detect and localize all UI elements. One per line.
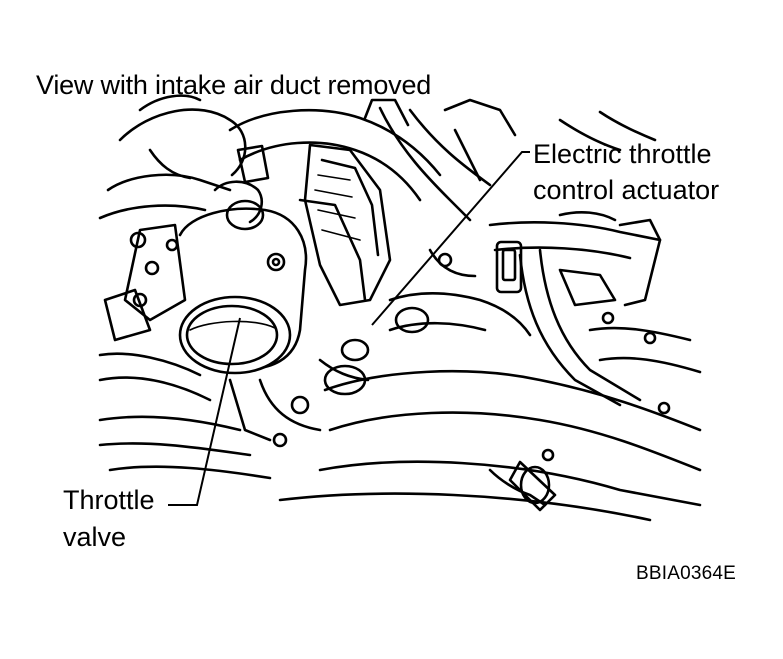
figure-code: BBIA0364E [636, 563, 737, 584]
upper-left-hose [98, 94, 247, 220]
diagram-title: View with intake air duct removed [36, 70, 432, 100]
callout-throttle-valve: Throttle valve [63, 482, 155, 556]
actuator-housing [298, 143, 392, 307]
callout-valve-line1: Throttle [63, 485, 155, 515]
callout-leaders [168, 151, 530, 506]
right-pipes [388, 110, 702, 462]
callout-electric-throttle-control-actuator: Electric throttle control actuator [533, 136, 719, 208]
lower-left-manifold [98, 352, 322, 480]
lower-hoses [278, 338, 702, 522]
top-hose [228, 98, 517, 222]
callout-actuator-line1: Electric throttle [533, 139, 712, 169]
callout-valve-line2: valve [63, 522, 127, 552]
throttle-body [103, 144, 308, 375]
callout-actuator-line2: control actuator [533, 175, 720, 205]
